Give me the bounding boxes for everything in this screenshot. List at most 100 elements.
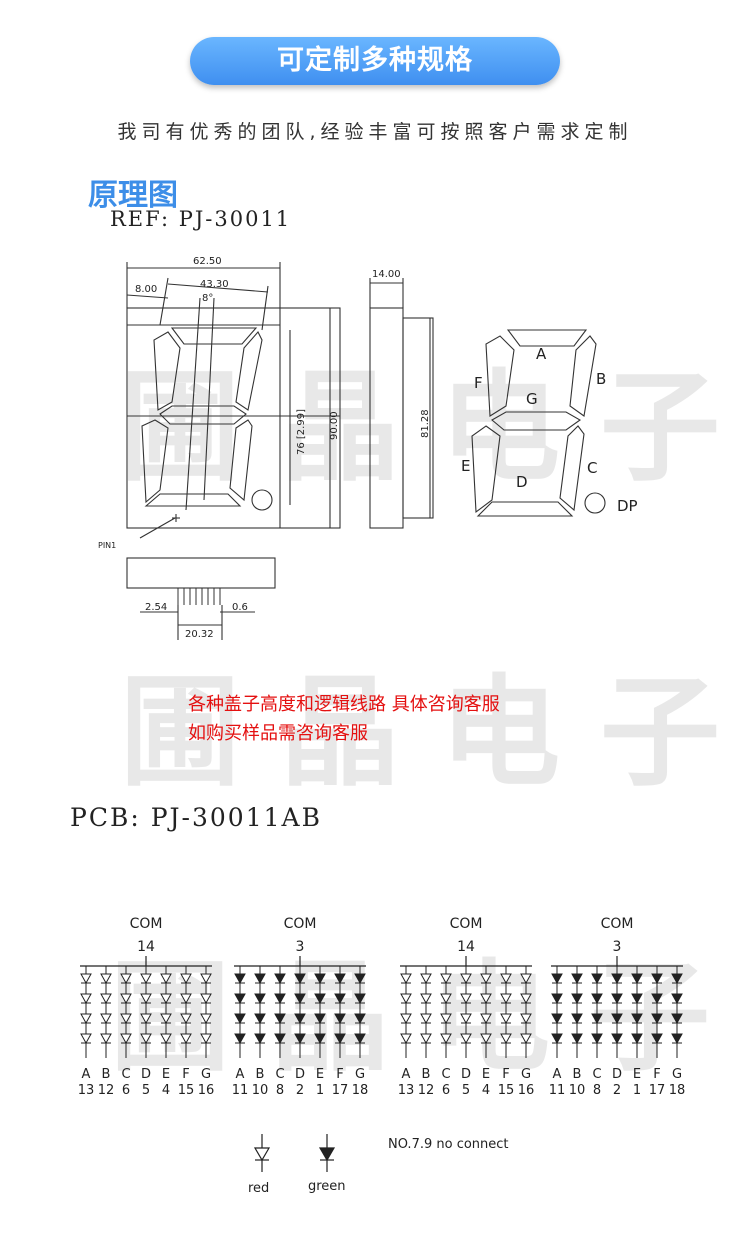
diode-icon	[354, 973, 366, 985]
diode-icon	[160, 973, 172, 985]
diode-icon	[460, 993, 472, 1005]
dim-side-height: 81.28	[420, 409, 431, 438]
segment-letter: B	[573, 1067, 582, 1082]
segment-pin: 5	[462, 1083, 470, 1098]
diode-icon	[180, 1013, 192, 1025]
diode-icon	[274, 973, 286, 985]
diode-icon	[551, 1033, 563, 1045]
diode-icon	[631, 1033, 643, 1045]
segment-label-f: F	[474, 374, 483, 392]
legend-green: green	[308, 1179, 346, 1194]
diode-icon	[520, 973, 532, 985]
dim-width: 62.50	[193, 256, 222, 267]
diode-icon	[551, 973, 563, 985]
diode-icon	[234, 993, 246, 1005]
diode-icon	[294, 993, 306, 1005]
diode-icon	[120, 973, 132, 985]
dim-digit-left: 8.00	[135, 284, 157, 295]
segment-pin: 4	[162, 1083, 170, 1098]
dim-height-inner: 76 [2.99]	[296, 409, 307, 455]
diode-icon	[611, 973, 623, 985]
diode-icon	[314, 1013, 326, 1025]
segment-pin: 2	[613, 1083, 621, 1098]
dimension-drawing: 62.50 43.30 8.00 8° 14.00 PIN1 2.54 0.6 …	[98, 256, 638, 640]
diode-icon	[354, 1033, 366, 1045]
dim-height: 90.00	[329, 411, 340, 440]
diode-icon	[294, 1033, 306, 1045]
note-line-2: 如购买样品需咨询客服	[188, 723, 368, 744]
segment-pin: 5	[142, 1083, 150, 1098]
banner-title: 可定制多种规格	[190, 37, 560, 85]
diode-icon	[100, 973, 112, 985]
diode-icon	[671, 1033, 683, 1045]
diode-icon	[140, 973, 152, 985]
diode-icon	[651, 973, 663, 985]
diode-icon	[314, 993, 326, 1005]
diode-icon	[440, 973, 452, 985]
com-pin: 14	[457, 939, 475, 955]
segment-letter: D	[141, 1067, 151, 1082]
diode-icon	[591, 1013, 603, 1025]
segment-pin: 13	[398, 1083, 415, 1098]
ref-label: REF: PJ-30011	[110, 207, 292, 231]
segment-letter: G	[201, 1067, 211, 1082]
diode-icon	[120, 993, 132, 1005]
diode-icon	[354, 1013, 366, 1025]
segment-label-c: C	[587, 459, 597, 477]
dim-inner: 43.30	[200, 279, 229, 290]
segment-pin: 11	[232, 1083, 249, 1098]
segment-letter: A	[82, 1067, 91, 1082]
segment-label-d: D	[516, 473, 528, 491]
segment-letter: B	[102, 1067, 111, 1082]
diode-icon	[180, 973, 192, 985]
dim-pin-span: 20.32	[185, 629, 214, 640]
segment-letter: G	[355, 1067, 365, 1082]
diode-icon	[420, 973, 432, 985]
segment-letter: E	[316, 1067, 324, 1082]
front-outline	[126, 307, 341, 529]
segment-letter: D	[295, 1067, 305, 1082]
diode-icon	[520, 1013, 532, 1025]
diode-icon	[500, 993, 512, 1005]
diode-icon	[671, 973, 683, 985]
segment-letter: C	[275, 1067, 284, 1082]
green-diode-icon	[318, 1147, 336, 1162]
diode-icon	[180, 1033, 192, 1045]
segment-letter: C	[121, 1067, 130, 1082]
dim-depth: 14.00	[372, 269, 401, 280]
diode-icon	[234, 1033, 246, 1045]
diode-icon	[80, 1013, 92, 1025]
diode-icon	[160, 1013, 172, 1025]
diode-icon	[160, 993, 172, 1005]
segment-pin: 18	[669, 1083, 686, 1098]
diode-icon	[400, 973, 412, 985]
note-line-1: 各种盖子高度和逻辑线路 具体咨询客服	[188, 694, 500, 715]
diode-icon	[671, 993, 683, 1005]
diode-icon	[140, 993, 152, 1005]
segment-pin: 12	[418, 1083, 435, 1098]
diode-icon	[631, 1013, 643, 1025]
diode-icon	[80, 1033, 92, 1045]
diode-icon	[334, 1013, 346, 1025]
diode-icon	[254, 1033, 266, 1045]
segment-letter: B	[256, 1067, 265, 1082]
segment-pin: 11	[549, 1083, 566, 1098]
diode-icon	[651, 1013, 663, 1025]
segment-pin: 8	[593, 1083, 601, 1098]
segment-letter: G	[672, 1067, 682, 1082]
diode-icon	[611, 1033, 623, 1045]
pin1-label: PIN1	[98, 541, 116, 550]
diode-icon	[420, 1013, 432, 1025]
pcb-label: PCB: PJ-30011AB	[70, 803, 322, 832]
segment-pin: 15	[178, 1083, 195, 1098]
segment-letter: C	[441, 1067, 450, 1082]
segment-label-a: A	[536, 345, 547, 363]
segment-pin: 13	[78, 1083, 95, 1098]
diode-icon	[520, 1033, 532, 1045]
diode-icon	[631, 993, 643, 1005]
com-label: COM	[601, 916, 634, 932]
diode-icon	[420, 1033, 432, 1045]
diode-icon	[334, 973, 346, 985]
diode-icon	[480, 993, 492, 1005]
